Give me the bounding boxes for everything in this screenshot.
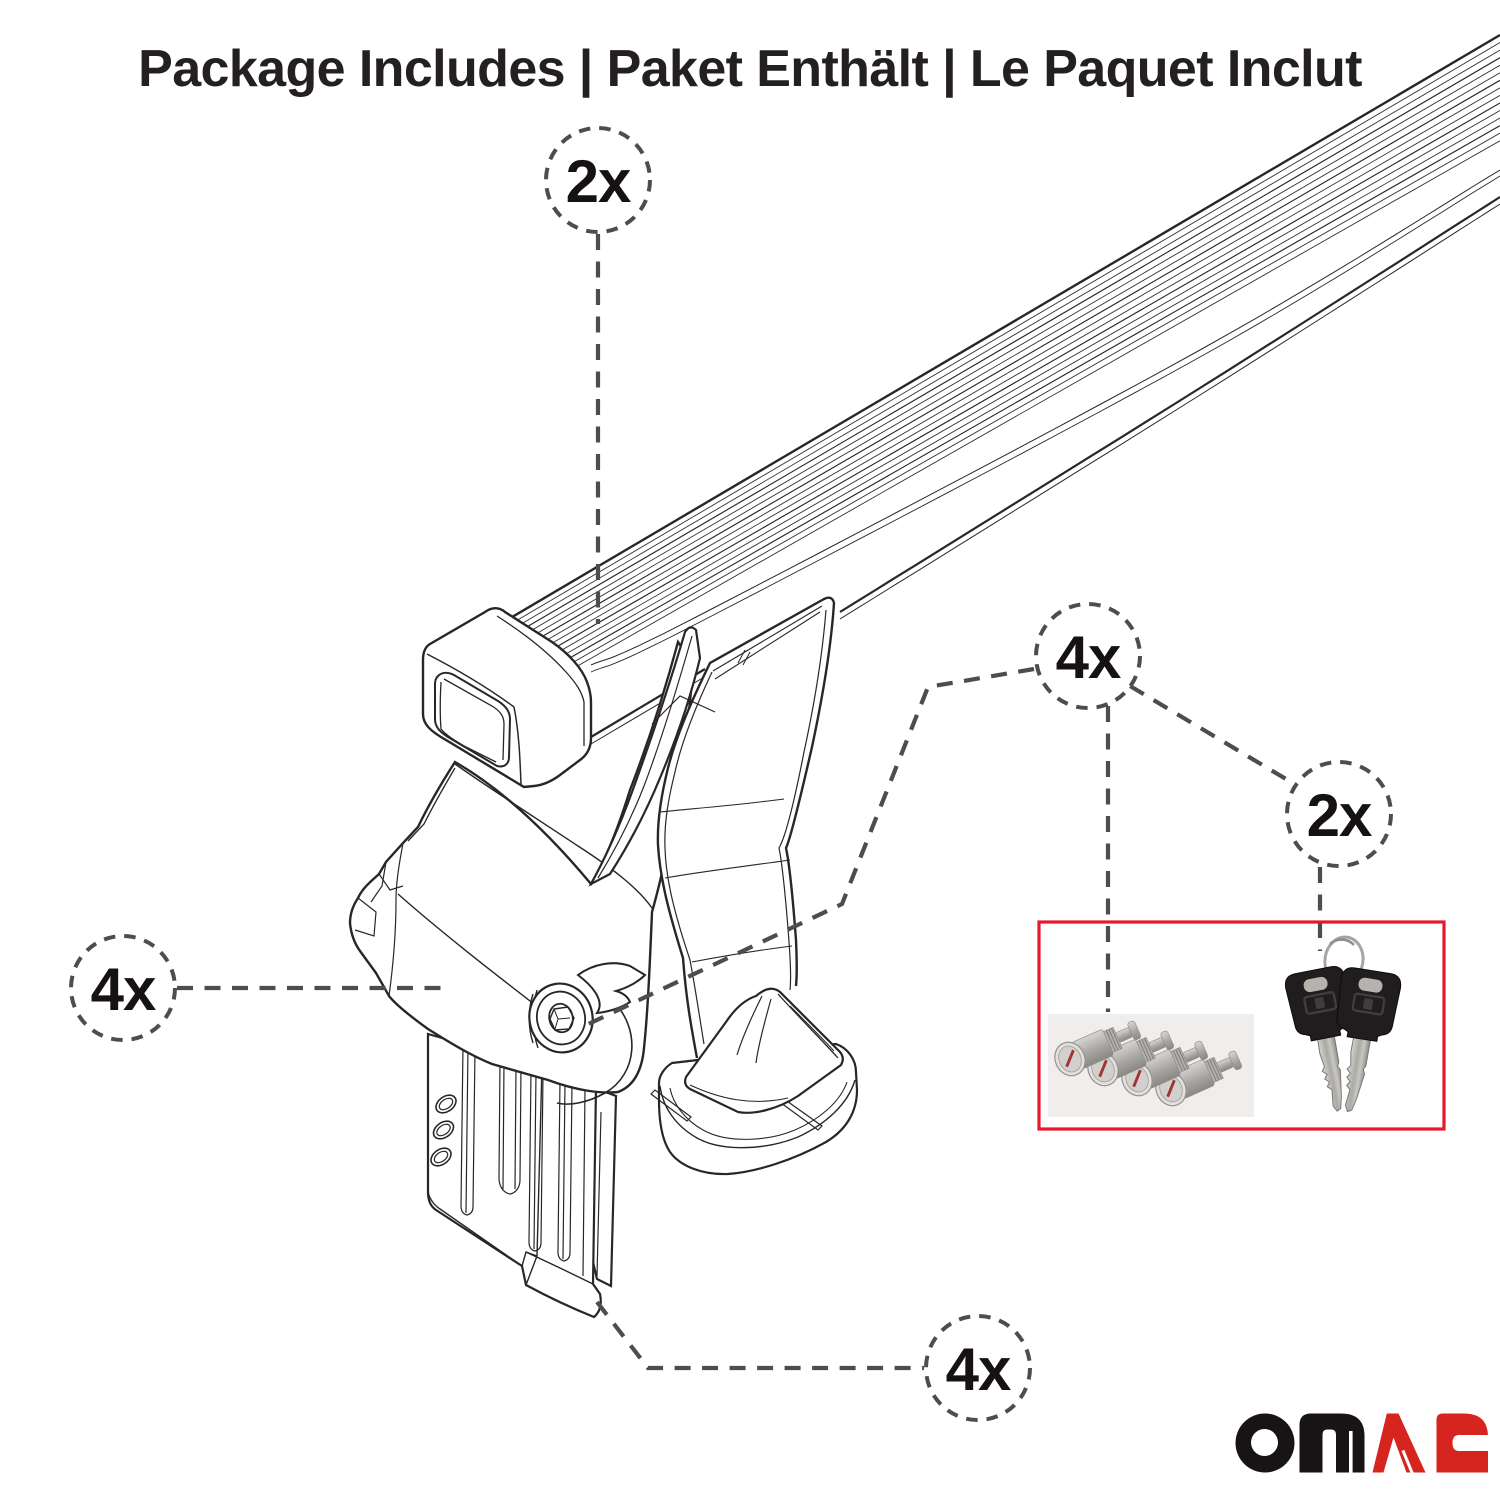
svg-text:4x: 4x <box>91 956 156 1023</box>
svg-text:Package Includes | Paket Enthä: Package Includes | Paket Enthält | Le Pa… <box>138 40 1362 98</box>
svg-text:2x: 2x <box>1307 782 1372 849</box>
svg-text:4x: 4x <box>1056 624 1121 691</box>
svg-text:2x: 2x <box>566 148 631 215</box>
svg-text:4x: 4x <box>946 1336 1011 1403</box>
